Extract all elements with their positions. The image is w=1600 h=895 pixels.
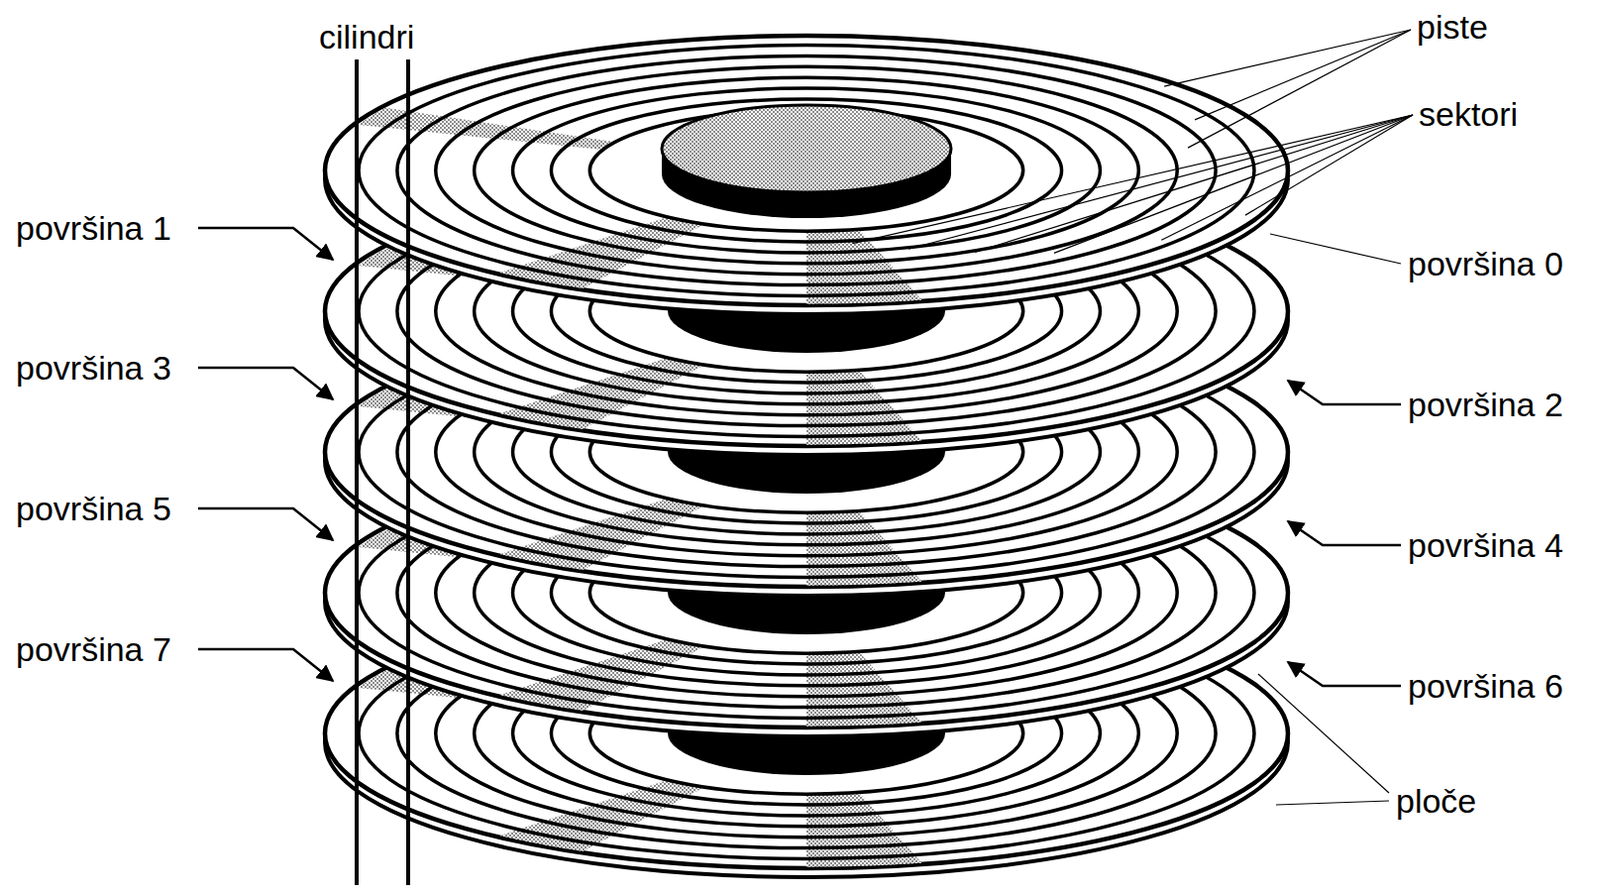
leader-line [198,508,333,540]
track [474,77,1140,264]
platter [324,35,1288,315]
leader-line [1287,521,1401,545]
leader-line [1187,29,1411,148]
leader-line [1161,114,1413,240]
leader-line [198,227,333,260]
platter-label: ploče [1395,781,1477,820]
track [435,66,1177,274]
platter-surface [324,35,1288,306]
leader-line [1054,114,1413,253]
cylinder-line [406,59,411,885]
track [513,88,1101,253]
cylinder-label: cilindri [319,17,415,56]
leader-line [1245,114,1413,215]
leader-line [1287,661,1401,686]
track [358,45,1255,297]
leader-line [1270,233,1401,264]
leader-line [1194,29,1411,120]
cylinder-line [354,59,359,885]
spindle-top [661,105,952,193]
track [550,99,1062,242]
leader-line [1276,800,1389,805]
leader-line [1258,673,1389,793]
surface-label: površina 6 [1407,666,1564,705]
leader-line [198,367,333,400]
leader-line [1164,29,1411,87]
sector-label: sektori [1418,95,1518,133]
leader-line [974,114,1413,252]
surface-label: površina 4 [1407,526,1564,564]
surface-label: površina 1 [15,209,172,247]
track-label: piste [1416,7,1489,46]
surface-label: površina 3 [15,348,172,387]
leader-line [908,114,1413,249]
track [397,55,1216,285]
surface-label: površina 5 [15,489,172,528]
leader-line [852,114,1413,244]
leader-line [1287,380,1401,405]
surface-label: površina 0 [1407,244,1564,283]
surface-label: površina 2 [1407,385,1564,424]
surface-label: površina 7 [15,630,172,668]
leader-line [198,648,333,681]
